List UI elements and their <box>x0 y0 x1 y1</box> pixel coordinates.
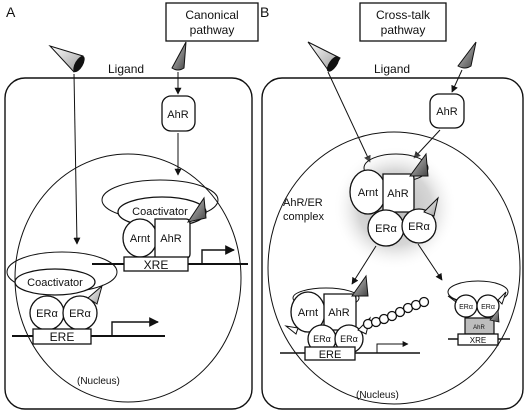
panel-a-arrow-ligand-to-ere <box>73 73 81 245</box>
ligand-cone-gray-icon <box>171 41 187 71</box>
panel-b-ere-transcription-arrow <box>376 341 409 353</box>
ligand-cone-white-icon <box>48 44 85 73</box>
panel-b-ahr-cytoplasm-box <box>429 93 465 129</box>
ligand-bound-small-white-icon <box>447 295 457 303</box>
panel-a-letter: A <box>6 4 16 20</box>
panel-a-nucleus-label: (Nucleus) <box>77 376 120 387</box>
panel-a-coactivator-xre-label: Coactivator <box>132 206 188 218</box>
panel-a-ere-box <box>32 328 92 345</box>
panel-a-era-left-label: ERα <box>36 308 58 320</box>
panel-a-ere-label: ERE <box>50 330 75 344</box>
ligand-bound-small-white-icon <box>284 325 299 335</box>
panel-b-complex-era-right-shape <box>401 208 437 244</box>
panel-b-xre-era-left-label: ERα <box>459 304 473 311</box>
panel-b-ere-complex: Arnt AhR ERα ERα ERE <box>280 274 430 361</box>
ligand-bound-gray-icon <box>409 152 429 177</box>
ligand-bound-white-icon <box>87 284 103 305</box>
panel-a-xre-complex: Coactivator Arnt AhR XRE <box>92 179 248 272</box>
panel-a-ahr-cytoplasm-box <box>161 95 196 132</box>
panel-b-ere-label: ERE <box>319 349 342 361</box>
panel-a-ere-complex: Coactivator ERα ERα ERE <box>6 251 165 345</box>
panel-a-ahr-dna-label: AhR <box>160 233 181 245</box>
panel-b-complex-label-line1: AhR/ER <box>283 197 323 209</box>
panel-a-era-right-label: ERα <box>69 308 91 320</box>
panel-b-title-box <box>359 2 447 42</box>
panel-b-complex-era-left-label: ERα <box>375 223 397 235</box>
panel-a-xre-label: XRE <box>144 258 169 272</box>
ligand-bound-gray-icon <box>489 308 500 323</box>
panel-b-complex-label-line2: complex <box>283 211 324 223</box>
panel-b-ere-box <box>304 346 356 361</box>
panel-b-xre-complex: ERα ERα AhR XRE <box>447 280 510 346</box>
panel-a-xre-transcription-arrow <box>201 245 235 264</box>
panel-a-arnt-label: Arnt <box>130 233 150 245</box>
ligand-bound-small-white-icon <box>497 291 507 305</box>
ligand-bound-gray-icon <box>351 274 369 297</box>
panel-b-title-line1: Cross-talk <box>376 8 431 22</box>
panel-b-ligand-label: Ligand <box>374 62 410 76</box>
panel-a-ligand-label: Ligand <box>108 62 144 76</box>
panel-b-xre-label: XRE <box>470 336 486 345</box>
panel-b-xre-era-right-shape <box>476 294 500 318</box>
panel-a-cell <box>4 77 253 410</box>
panel-b-nucleus-label: (Nucleus) <box>356 390 399 401</box>
panel-b-ere-era-right-label: ERα <box>340 334 358 344</box>
panel-a-title-line2: pathway <box>190 23 235 37</box>
panel-b-letter: B <box>260 4 269 20</box>
panel-b-complex-era-right-label: ERα <box>408 221 430 233</box>
panel-b-xre-ahr-label: AhR <box>473 325 485 331</box>
coactivator-shape-ere <box>14 268 96 296</box>
panel-a-nucleus <box>14 153 242 403</box>
panel-b: B Cross-talk pathway Ligand AhR Arnt AhR <box>260 2 524 410</box>
panel-b-ere-ahr-label: AhR <box>328 307 349 319</box>
panel-b-arrow-to-ere <box>351 245 377 285</box>
panel-b-arrow-ligand-to-ahr <box>451 69 463 93</box>
panel-b-arrow-to-xre <box>417 243 443 281</box>
panel-b-complex-ahr-label: AhR <box>387 188 408 200</box>
panel-b-nucleus <box>267 131 521 405</box>
panel-b-xre-box <box>457 333 499 346</box>
panel-b-complex-arnt-label: Arnt <box>358 187 378 199</box>
panel-a-xre-box <box>123 256 189 272</box>
ligand-bound-gray-icon <box>186 196 207 223</box>
panel-b-cell <box>261 77 524 410</box>
ubiquitin-chain-icon <box>362 296 430 330</box>
panel-b-ahr-er-complex: Arnt AhR ERα ERα <box>333 146 457 270</box>
panel-b-arrow-ligand-to-complex <box>327 71 371 163</box>
panel-b-xre-era-right-label: ERα <box>481 304 495 311</box>
panel-b-ahr-cytoplasm-label: AhR <box>436 106 457 118</box>
panel-a-title-box <box>165 2 259 42</box>
ligand-bound-white-icon <box>423 196 439 217</box>
panel-a-ahr-cytoplasm-label: AhR <box>167 109 188 121</box>
panel-a-ere-transcription-arrow <box>111 317 159 336</box>
panel-a: A Canonical pathway Ligand AhR Coactivat… <box>4 2 259 410</box>
panel-b-ere-era-left-label: ERα <box>313 334 331 344</box>
panel-b-title-line2: pathway <box>381 23 426 37</box>
ligand-cone-gray-icon <box>457 41 477 69</box>
panel-a-title-line1: Canonical <box>185 8 238 22</box>
ligand-cone-white-icon <box>307 41 341 72</box>
panel-b-ere-arnt-label: Arnt <box>298 307 318 319</box>
panel-a-coactivator-ere-label: Coactivator <box>27 277 83 289</box>
